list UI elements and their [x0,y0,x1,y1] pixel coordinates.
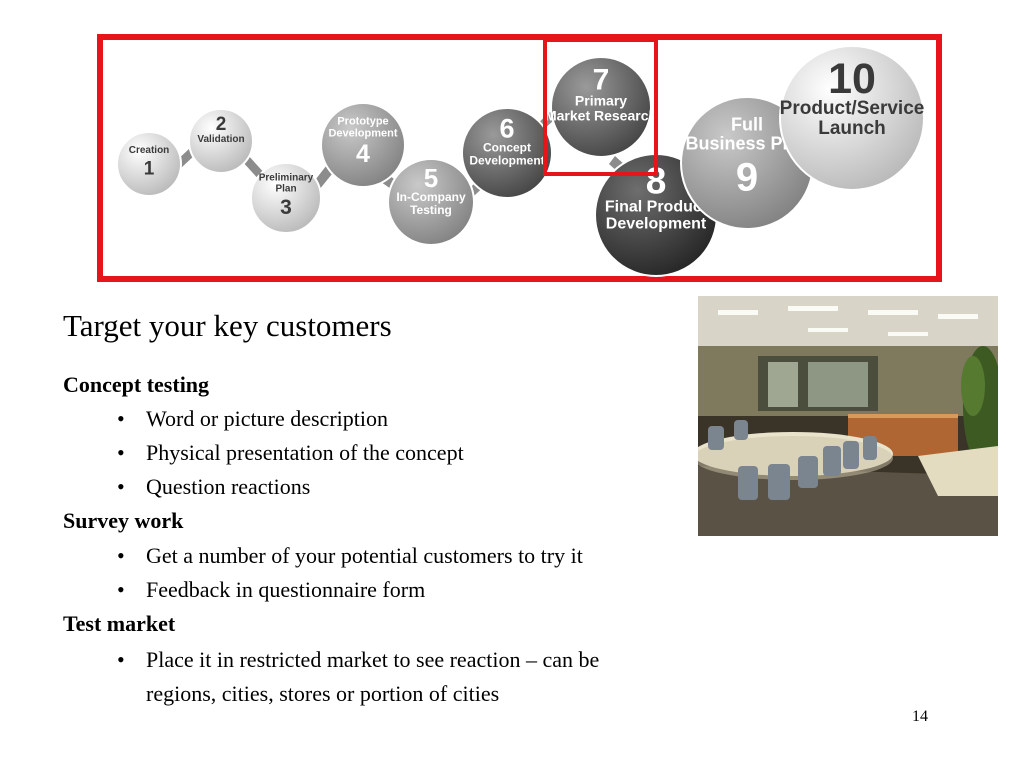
step-circle [188,108,254,174]
bullet-text: Word or picture description [146,406,388,431]
step-label: Development [606,216,707,233]
step-label: Launch [818,118,886,139]
step-label: Validation [197,134,244,145]
step-label: Development [328,127,397,139]
section-title-test-market: Test market [63,611,176,636]
step-number: 10 [828,55,876,103]
step-label: Market Research [545,108,657,124]
bullet-text: Place it in restricted market to see rea… [146,647,600,672]
bullet-glyph: • [117,577,125,602]
bullet-glyph: • [117,406,125,431]
bullet-glyph: • [117,543,125,568]
section-title-concept-testing: Concept testing [63,372,210,397]
page-heading: Target your key customers [63,308,392,343]
step-circle [387,158,475,246]
step-number: 9 [736,155,758,199]
step-number: 2 [216,114,227,135]
step-label: Preliminary [259,172,314,183]
section-title-survey-work: Survey work [63,508,184,533]
step-label: Concept [483,140,531,154]
step-label: Business Plan [685,133,808,153]
step-label: Creation [129,145,170,156]
step-circle [779,45,925,191]
step-label: Final Product [605,199,708,216]
bullet-text: Physical presentation of the concept [146,440,464,465]
step-label: In-Company [396,190,466,204]
step-number: 6 [499,113,514,143]
process-step-1: 1 Creation [116,131,182,197]
bullet-text: Feedback in questionnaire form [146,577,426,602]
bullet-text: regions, cities, stores or portion of ci… [146,681,500,706]
page-number: 14 [912,708,928,725]
step-label: Primary [575,93,627,109]
step-label: Prototype [337,115,388,127]
step-circle [550,56,652,158]
bullet-glyph: • [117,647,125,672]
step-label: Plan [275,183,296,194]
highlight-box [543,38,658,176]
bullet-glyph: • [117,474,125,499]
photo-svg [698,296,998,536]
step-number: 3 [280,196,292,219]
step-circle [116,131,182,197]
bullet-glyph: • [117,440,125,465]
conference-room-photo [698,296,998,536]
step-circle [320,102,406,188]
step-label: Testing [410,203,452,217]
bullet-text: Question reactions [146,474,311,499]
step-number: 8 [646,161,667,202]
step-number: 1 [144,158,155,179]
step-number: 4 [356,140,370,168]
step-label: Development [469,153,544,167]
step-number: 7 [593,64,610,97]
step-number: 5 [424,163,438,193]
bullet-text: Get a number of your potential customers… [146,543,583,568]
step-label: Product/Service [780,98,925,119]
step-circle [461,107,553,199]
step-label: Full [731,114,763,134]
step-circle [250,162,322,234]
